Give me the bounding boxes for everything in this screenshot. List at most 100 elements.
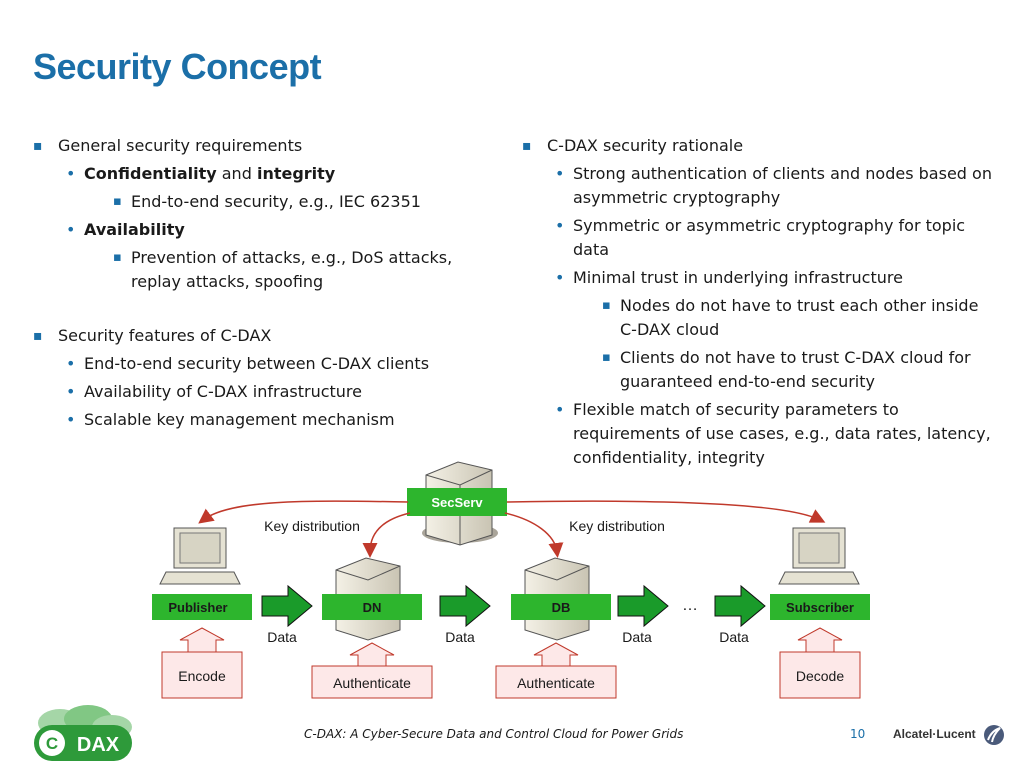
db-label — [511, 594, 611, 620]
bullet-security-features: Security features of C-DAX — [33, 324, 503, 348]
integrity-label: integrity — [256, 164, 336, 183]
bullet-rationale-4: • Flexible match of security parameters t… — [522, 398, 992, 470]
secserv-label — [407, 488, 507, 516]
dot-bullet-icon: • — [555, 164, 565, 183]
confidentiality-label: Confidentiality — [84, 164, 217, 183]
dot-bullet-icon: • — [66, 382, 76, 401]
decode-up-arrow — [797, 627, 843, 653]
footer-text: C-DAX: A Cyber-Secure Data and Control C… — [304, 727, 684, 741]
key-dist-line-to-subscriber — [506, 500, 826, 523]
bullet-text: Prevention of attacks, e.g., DoS attacks… — [131, 248, 453, 291]
dn-label — [322, 594, 422, 620]
bullet-availability: • Availability — [33, 218, 503, 242]
right-column: C-DAX security rationale • Strong authent… — [522, 134, 992, 470]
brand-logo: Alcatel·Lucent — [893, 724, 1005, 746]
ellipsis: … — [682, 597, 698, 614]
page-number: 10 — [850, 727, 866, 741]
data-label-3: Data — [622, 629, 652, 645]
bullet-text: Symmetric or asymmetric cryptography for… — [573, 216, 966, 259]
bullet-text: Minimal trust in underlying infrastructu… — [573, 268, 903, 287]
key-dist-line-to-publisher — [198, 500, 409, 524]
and-label: and — [221, 164, 252, 183]
dot-bullet-icon: • — [66, 220, 76, 239]
authenticate-text-2: Authenticate — [517, 675, 595, 691]
key-distribution-right: Key distribution — [569, 518, 665, 534]
bullet-rationale-2: • Symmetric or asymmetric cryptography fo… — [522, 214, 992, 262]
dn-text: DN — [363, 600, 382, 615]
auth2-up-arrow — [533, 642, 579, 667]
bullet-rationale-3b: ▪ Clients do not have to trust C-DAX clou… — [522, 346, 992, 394]
dot-bullet-icon: • — [555, 216, 565, 235]
publisher-text: Publisher — [168, 600, 227, 615]
subscriber-computer-icon — [778, 527, 860, 585]
encode-up-arrow — [179, 627, 225, 653]
data-arrow-1 — [261, 584, 313, 628]
cdax-logo-text: DAX — [77, 734, 120, 756]
svg-text:C: C — [46, 734, 58, 753]
bullet-confidentiality: • Confidentiality and integrity — [33, 162, 503, 186]
bullet-text: Security features of C-DAX — [58, 326, 272, 345]
subscriber-text: Subscriber — [786, 600, 854, 615]
data-arrow-4 — [714, 584, 766, 628]
architecture-diagram: SecServ Key distribution Key distributio… — [152, 461, 870, 699]
authenticate-box-1 — [311, 665, 433, 699]
bullet-rationale-3: • Minimal trust in underlying infrastruct… — [522, 266, 992, 290]
bullet-feature-1: • End-to-end security between C-DAX clien… — [33, 352, 503, 376]
square-bullet-icon: ▪ — [113, 250, 122, 265]
authenticate-box-2 — [495, 665, 617, 699]
left-column: General security requirements • Confident… — [33, 134, 503, 432]
cdax-logo: C DAX — [34, 705, 132, 761]
data-label-2: Data — [445, 629, 475, 645]
publisher-label — [152, 594, 252, 620]
key-distribution-left: Key distribution — [264, 518, 360, 534]
bullet-rationale-3a: ▪ Nodes do not have to trust each other i… — [522, 294, 992, 342]
dot-bullet-icon: • — [66, 164, 76, 183]
db-text: DB — [552, 600, 571, 615]
bullet-e2e: ▪ End-to-end security, e.g., IEC 62351 — [33, 190, 503, 214]
key-dist-arrow-to-db — [504, 512, 564, 558]
decode-text: Decode — [796, 668, 844, 684]
bullet-text: Clients do not have to trust C-DAX cloud… — [620, 348, 971, 391]
encode-box — [161, 651, 243, 699]
square-bullet-icon: ▪ — [602, 298, 611, 313]
bullet-rationale-1: • Strong authentication of clients and no… — [522, 162, 992, 210]
bullet-text: Nodes do not have to trust each other in… — [620, 296, 979, 339]
secserv-text: SecServ — [431, 495, 483, 510]
bullet-feature-2: • Availability of C-DAX infrastructure — [33, 380, 503, 404]
data-arrow-3 — [617, 584, 669, 628]
bullet-text: C-DAX security rationale — [547, 136, 744, 155]
auth1-up-arrow — [349, 642, 395, 667]
data-label-1: Data — [267, 629, 297, 645]
bullet-text: End-to-end security between C-DAX client… — [84, 354, 430, 373]
bullet-text: General security requirements — [58, 136, 303, 155]
dot-bullet-icon: • — [555, 400, 565, 419]
bullet-text: Scalable key management mechanism — [84, 410, 395, 429]
data-arrow-2 — [439, 584, 491, 628]
dot-bullet-icon: • — [66, 410, 76, 429]
brand-text: Alcatel·Lucent — [893, 727, 976, 742]
alcatel-globe-icon — [984, 725, 1005, 745]
bullet-text: Availability — [84, 220, 185, 239]
bullet-text: Flexible match of security parameters to… — [573, 400, 991, 467]
bullet-text: Strong authentication of clients and nod… — [573, 164, 992, 207]
subscriber-label — [770, 594, 870, 620]
dot-bullet-icon: • — [555, 268, 565, 287]
square-bullet-icon: ▪ — [602, 350, 611, 365]
page-title: Security Concept — [33, 46, 322, 87]
bullet-general-requirements: General security requirements — [33, 134, 503, 158]
bullet-rationale: C-DAX security rationale — [522, 134, 992, 158]
encode-text: Encode — [178, 668, 226, 684]
bullet-text: Availability of C-DAX infrastructure — [84, 382, 362, 401]
dot-bullet-icon: • — [66, 354, 76, 373]
authenticate-text-1: Authenticate — [333, 675, 411, 691]
square-bullet-icon: ▪ — [113, 194, 122, 209]
data-label-4: Data — [719, 629, 749, 645]
spacer — [33, 294, 503, 324]
publisher-computer-icon — [159, 527, 241, 585]
decode-box — [779, 651, 861, 699]
key-dist-arrow-to-dn — [362, 512, 411, 558]
bullet-prevention: ▪ Prevention of attacks, e.g., DoS attack… — [33, 246, 503, 294]
bullet-text: End-to-end security, e.g., IEC 62351 — [131, 192, 421, 211]
bullet-feature-3: • Scalable key management mechanism — [33, 408, 503, 432]
